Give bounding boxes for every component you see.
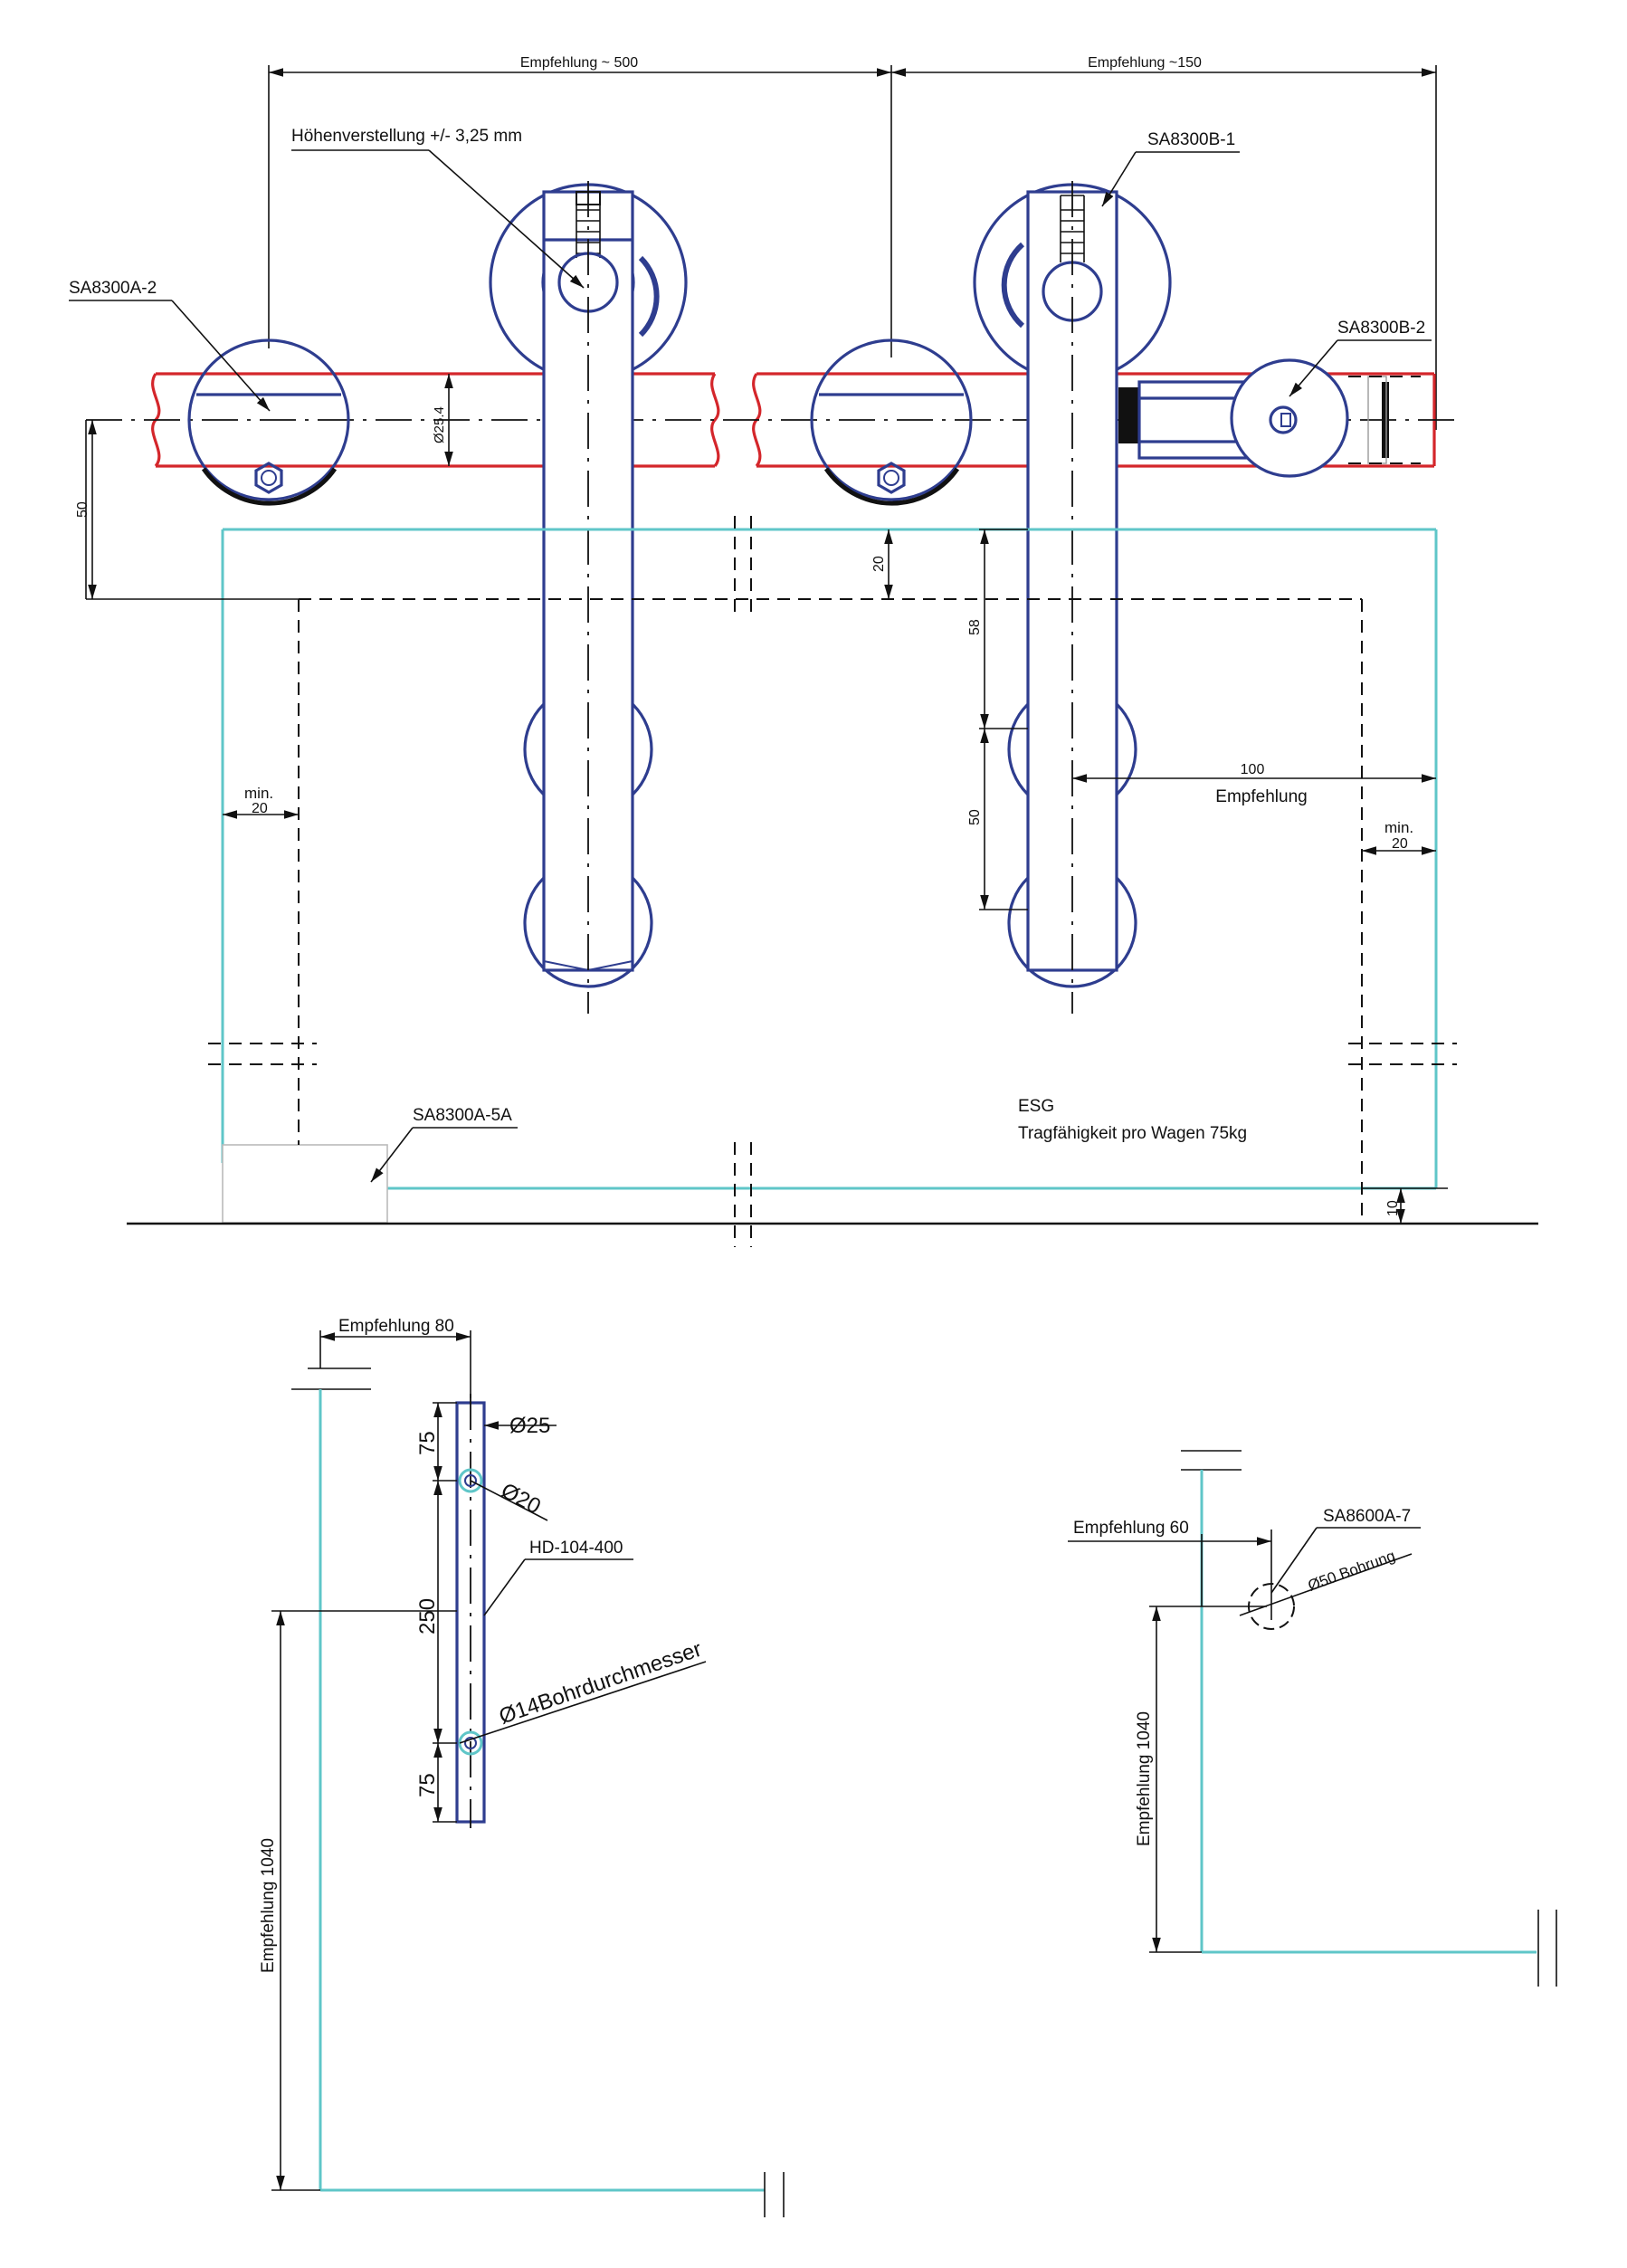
label-roller-clamp: SA8300A-2 [69,279,157,298]
knob-part: SA8600A-7 [1323,1507,1411,1526]
hanger-right [973,181,1172,1014]
knob-detail-view: Empfehlung 60 Ø50 Bohrung SA8600A-7 Empf… [1068,1450,1557,1987]
dim-rail-diameter: Ø25.4 [432,406,447,443]
knob-height: Empfehlung 1040 [1135,1711,1154,1846]
door-hardware-front-view: Empfehlung ~ 500 Empfehlung ~150 [69,55,1538,1247]
dim-50-right: 50 [967,809,983,825]
detail-dimensions: Ø25.4 50 20 58 50 100 Empfehlung min. 20… [75,374,1448,1224]
label-floor-guide: SA8300A-5A [413,1106,512,1125]
handle-height: Empfehlung 1040 [259,1838,278,1973]
handle-part: HD-104-400 [529,1539,623,1558]
dim-min-right: min. [1384,819,1413,836]
label-end-stop: SA8300B-2 [1337,319,1425,338]
handle-dim-top: 75 [415,1431,440,1455]
dim-58: 58 [967,619,983,635]
drill-diameter: Ø14Bohrdurchmesser [496,1637,705,1730]
label-height-adjust: Höhenverstellung +/- 3,25 mm [291,127,522,146]
hanger-left [489,181,688,1014]
dim-min-right-value: 20 [1392,836,1408,852]
dim-100-label: Empfehlung [1215,787,1307,806]
dim-min-left-value: 20 [252,801,268,816]
dim-50-left: 50 [75,501,90,518]
handle-bolt-top-icon [458,1468,483,1493]
knob-bore: Ø50 Bohrung [1306,1547,1398,1594]
dim-rail-spacing: Empfehlung ~ 500 [520,55,638,71]
glass-type: ESG [1018,1097,1054,1116]
load-capacity: Tragfähigkeit pro Wagen 75kg [1018,1124,1247,1143]
dim-10: 10 [1385,1200,1401,1216]
label-hanger: SA8300B-1 [1147,130,1235,149]
part-labels: Höhenverstellung +/- 3,25 mm SA8300A-2 S… [69,127,1432,1183]
knob-dim-offset: Empfehlung 60 [1073,1519,1189,1538]
handle-diameter: Ø25 [509,1414,550,1438]
handle-dim-middle: 250 [415,1598,440,1634]
dim-min-left: min. [244,785,273,802]
dim-20-upper: 20 [871,556,887,572]
bolt-diameter: Ø20 [497,1478,545,1519]
handle-dim-bottom: 75 [415,1773,440,1797]
handle-dim-offset: Empfehlung 80 [338,1317,454,1336]
roller-clamp-right [810,338,973,506]
roller-clamp-left [187,338,350,506]
handle-detail-view: Empfehlung 80 75 250 75 Ø25 Ø20 HD-104-4… [259,1317,785,2217]
end-stop [1118,358,1421,478]
dim-end-spacing: Empfehlung ~150 [1088,55,1202,71]
top-dimensions: Empfehlung ~ 500 Empfehlung ~150 [268,55,1437,430]
glass-door [221,528,1438,1224]
wall-opening [127,516,1538,1247]
dim-100: 100 [1241,762,1265,777]
